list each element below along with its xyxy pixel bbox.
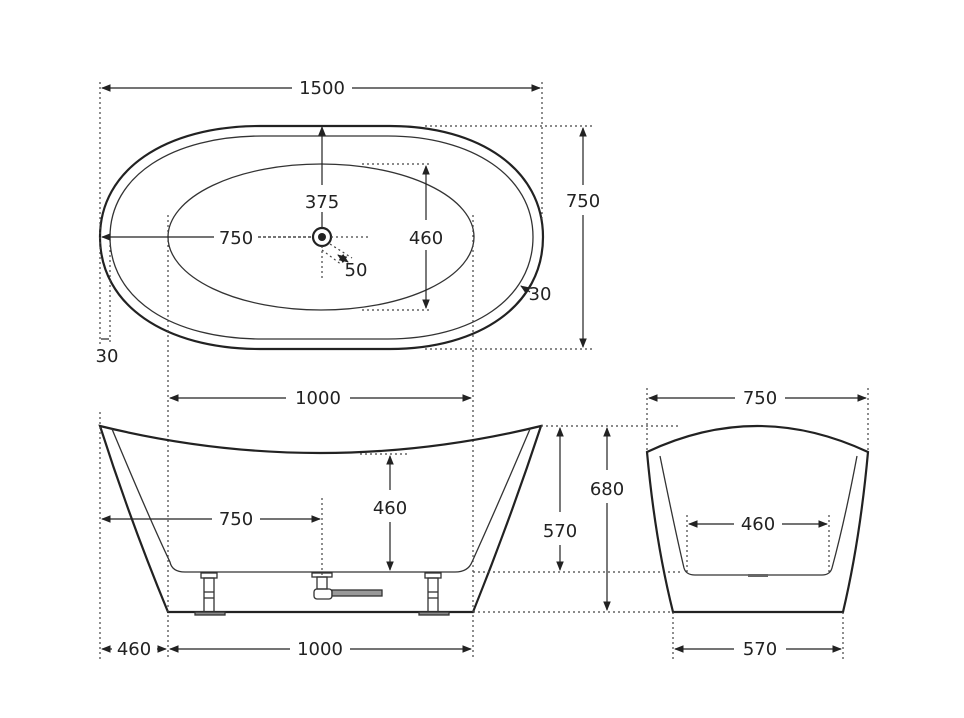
end-view: 750 460 570: [645, 388, 870, 660]
dim-basin-width: 460: [409, 228, 443, 249]
dim-overall-height: 680: [590, 479, 624, 500]
dim-waste-offset-y: 375: [305, 192, 339, 213]
dim-waste-offset-x: 750: [219, 228, 253, 249]
dim-base-length: 1000: [297, 639, 343, 660]
dim-basin-length-top: 1000: [295, 388, 341, 409]
top-inner-rim: [109, 135, 534, 340]
dim-basin-depth: 460: [373, 498, 407, 519]
dim-overall-width: 750: [566, 191, 600, 212]
side-view: 1000 460 750 570 680 460 1000: [98, 388, 680, 660]
dim-inner-height: 570: [543, 521, 577, 542]
dim-end-basin-width: 460: [741, 514, 775, 535]
dim-rim-left: 30: [96, 346, 119, 367]
dim-foot-offset: 460: [117, 639, 151, 660]
end-outer-shell: [645, 424, 870, 614]
top-view: 1500 750 375 750 460 50 30 30: [96, 78, 600, 580]
waste-centre: [318, 233, 326, 241]
right-foot: [418, 572, 450, 616]
dim-end-top-width: 750: [743, 388, 777, 409]
dim-overall-length: 1500: [299, 78, 345, 99]
dim-rim-right: 30: [529, 284, 552, 305]
dim-waste-from-end: 750: [219, 509, 253, 530]
dim-end-base-width: 570: [743, 639, 777, 660]
dim-waste-diameter: 50: [345, 260, 368, 281]
left-foot: [194, 572, 226, 616]
side-inner-basin: [111, 428, 531, 573]
waste-trap: [311, 572, 383, 600]
top-outer-rim: [98, 124, 545, 351]
end-waste: [748, 574, 768, 577]
side-outer-shell: [98, 424, 543, 614]
